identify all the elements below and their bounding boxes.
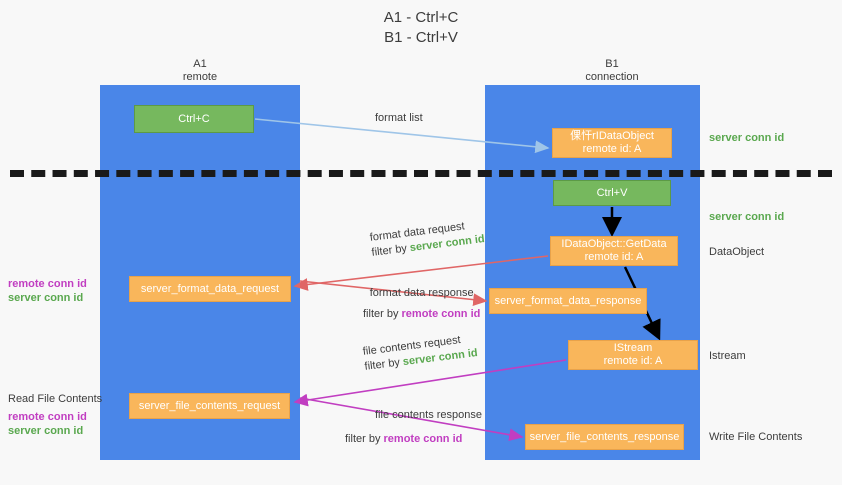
node-file-resp-label: server_file_contents_response bbox=[529, 430, 680, 443]
node-server-format-data-request[interactable]: server_format_data_request bbox=[129, 276, 291, 302]
phase-divider bbox=[10, 170, 832, 177]
node-idataobject[interactable]: 倮忓rIDataObject remote id: A bbox=[552, 128, 672, 158]
label-dataobject: DataObject bbox=[709, 246, 765, 258]
node-server-format-data-response[interactable]: server_format_data_response bbox=[489, 288, 647, 314]
edge-file-res-value: remote conn id bbox=[383, 433, 463, 445]
column-header-b1: B1 connection bbox=[512, 58, 712, 84]
node-ctrl-c[interactable]: Ctrl+C bbox=[134, 105, 254, 133]
label-remote-conn-id-1: remote conn id bbox=[8, 278, 87, 290]
label-server-conn-id-left-2: server conn id bbox=[8, 425, 84, 437]
node-server-file-contents-response[interactable]: server_file_contents_response bbox=[525, 424, 684, 450]
node-istream[interactable]: IStream remote id: A bbox=[568, 340, 698, 370]
label-read-file-contents: Read File Contents bbox=[8, 393, 103, 405]
label-istream: Istream bbox=[709, 350, 746, 362]
column-header-b1-sub: connection bbox=[585, 71, 639, 83]
node-idataobject-getdata[interactable]: IDataObject::GetData remote id: A bbox=[550, 236, 678, 266]
edge-file-req-prefix: filter by bbox=[363, 356, 404, 373]
label-write-file-contents: Write File Contents bbox=[709, 431, 803, 443]
node-istream-line2: remote id: A bbox=[603, 355, 663, 367]
column-header-a1-name: A1 bbox=[193, 58, 207, 70]
edge-fmt-req-prefix: filter by bbox=[370, 242, 411, 259]
node-idataobject-line1: 倮忓rIDataObject bbox=[570, 130, 654, 142]
edge-file-res-line1: file contents response bbox=[375, 409, 483, 421]
edge-label-format-data-request: format data request filter by server con… bbox=[369, 217, 486, 261]
edge-label-file-contents-response: file contents response filter by remote … bbox=[345, 408, 483, 447]
column-header-a1-sub: remote bbox=[182, 71, 218, 83]
node-server-file-contents-request[interactable]: server_file_contents_request bbox=[129, 393, 290, 419]
label-remote-conn-id-2: remote conn id bbox=[8, 411, 87, 423]
diagram-title: A1 - Ctrl+C B1 - Ctrl+V bbox=[0, 8, 842, 48]
edge-label-format-list: format list bbox=[375, 111, 423, 126]
edge-label-file-contents-request: file contents request filter by server c… bbox=[362, 331, 479, 375]
title-line-2: B1 - Ctrl+V bbox=[384, 29, 458, 46]
edge-file-res-prefix: filter by bbox=[345, 433, 384, 445]
edge-fmt-res-value: remote conn id bbox=[401, 308, 481, 320]
edge-format-list-text: format list bbox=[375, 112, 423, 124]
edge-fmt-res-line1: format data response bbox=[369, 287, 474, 299]
node-ctrl-v[interactable]: Ctrl+V bbox=[553, 180, 671, 206]
edge-file-res-line2: filter by remote conn id bbox=[345, 432, 482, 447]
node-getdata-line2: remote id: A bbox=[584, 251, 644, 263]
node-ctrl-c-label: Ctrl+C bbox=[178, 112, 210, 125]
edge-fmt-res-prefix: filter by bbox=[363, 308, 402, 320]
node-file-req-label: server_file_contents_request bbox=[138, 399, 281, 412]
label-server-conn-id-left-1: server conn id bbox=[8, 292, 84, 304]
label-server-conn-id-mid: server conn id bbox=[709, 211, 785, 223]
node-fmt-resp-label: server_format_data_response bbox=[494, 294, 642, 307]
label-server-conn-id-top: server conn id bbox=[709, 132, 785, 144]
column-header-b1-name: B1 bbox=[605, 58, 619, 70]
column-header-a1: A1 remote bbox=[100, 58, 300, 84]
edge-fmt-res-line2: filter by remote conn id bbox=[363, 307, 480, 322]
node-getdata-line1: IDataObject::GetData bbox=[561, 238, 667, 250]
title-line-1: A1 - Ctrl+C bbox=[383, 9, 459, 26]
label-conn-ids-format: remote conn id server conn id bbox=[8, 277, 87, 305]
node-idataobject-line2: remote id: A bbox=[582, 143, 642, 155]
node-istream-line1: IStream bbox=[613, 342, 653, 354]
node-ctrl-v-label: Ctrl+V bbox=[596, 186, 628, 199]
label-conn-ids-file: remote conn id server conn id bbox=[8, 410, 87, 438]
node-fmt-req-label: server_format_data_request bbox=[140, 282, 280, 295]
edge-label-format-data-response: format data response filter by remote co… bbox=[363, 286, 480, 322]
